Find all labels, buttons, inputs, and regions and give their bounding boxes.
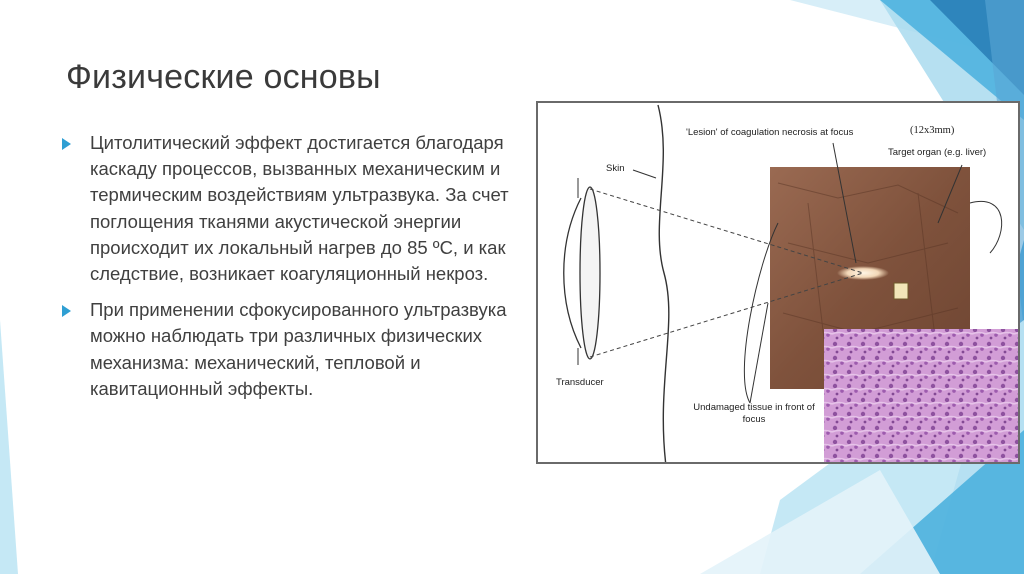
histology-image	[824, 329, 1018, 462]
bullet-item: Цитолитический эффект достигается благод…	[62, 130, 532, 287]
lesion-spot	[837, 266, 889, 280]
bullet-item: При применении сфокусированного ультразв…	[62, 297, 532, 402]
transducer-shape	[579, 186, 601, 360]
transducer-label: Transducer	[556, 377, 604, 388]
bullet-list: Цитолитический эффект достигается благод…	[62, 130, 532, 412]
diagram-graphics	[563, 104, 1018, 462]
bullet-arrow-icon	[62, 305, 71, 318]
bullet-text: При применении сфокусированного ультразв…	[90, 299, 507, 399]
target-organ-label: Target organ (e.g. liver)	[888, 147, 987, 158]
skin-label: Skin	[606, 163, 625, 174]
lesion-label: 'Lesion' of coagulation necrosis at focu…	[686, 127, 854, 138]
bullet-arrow-icon	[62, 138, 71, 150]
bullet-text: Цитолитический эффект достигается благод…	[90, 132, 509, 285]
focused-ultrasound-diagram: 'Lesion' of coagulation necrosis at focu…	[536, 101, 1020, 464]
size-label: (12x3mm)	[910, 125, 955, 136]
slide-title: Физические основы	[66, 58, 381, 96]
undamaged-tissue-label: Undamaged tissue in front of focus	[693, 402, 815, 425]
